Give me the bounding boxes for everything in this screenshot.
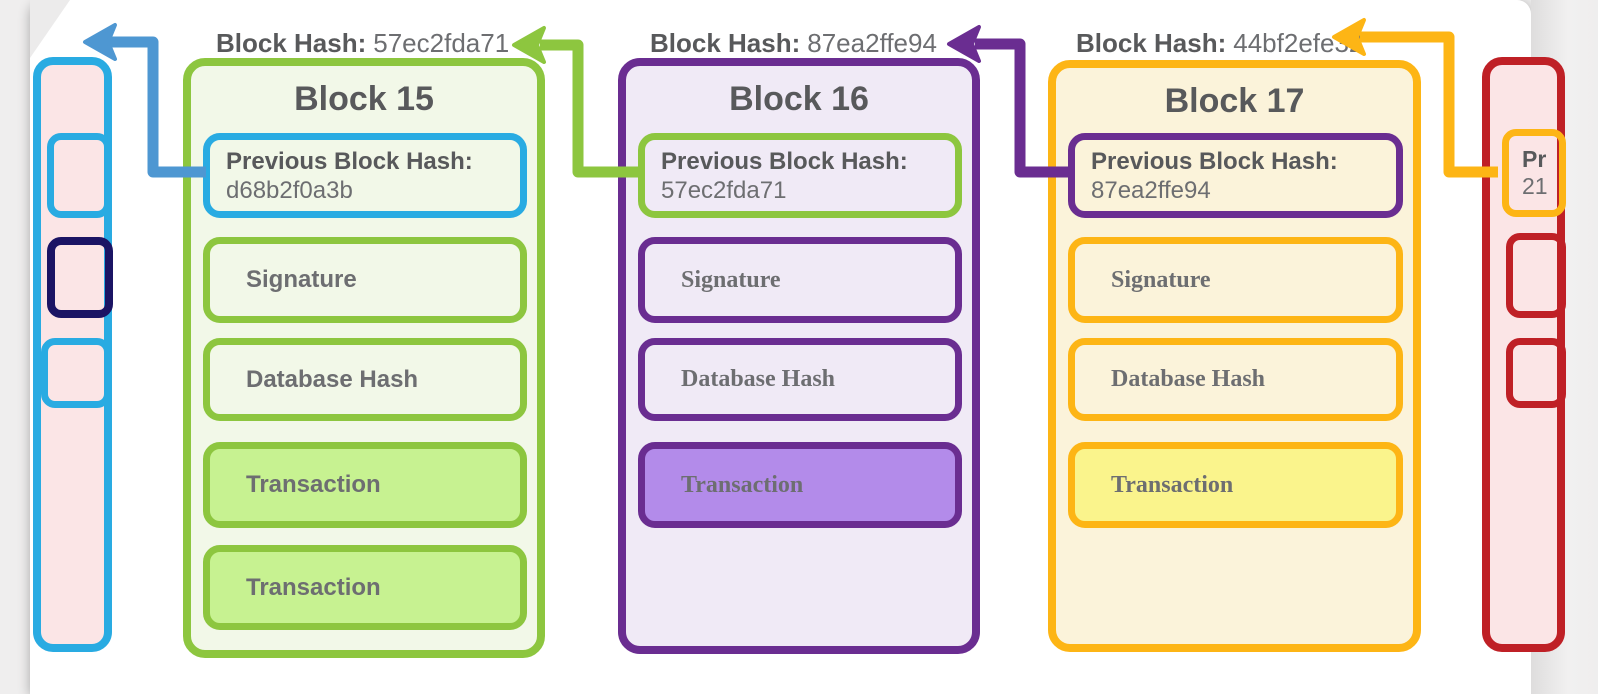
clipped-prev-label: Pr	[1522, 146, 1547, 172]
database-hash-box: Database Hash	[638, 338, 962, 421]
signature-box: Signature	[1068, 237, 1403, 323]
transaction-box: Transaction	[638, 442, 962, 528]
partial-database-hash-box	[1506, 338, 1566, 408]
block-hash-caption-value: 87ea2ffe94	[807, 28, 937, 58]
transaction-box: Transaction	[203, 442, 527, 528]
partial-block-left	[33, 57, 113, 652]
transaction-label: Transaction	[246, 573, 381, 601]
previous-block-hash-box: Previous Block Hash: d68b2f0a3b	[203, 133, 527, 218]
partial-database-hash-box	[41, 338, 111, 408]
block-hash-caption: Block Hash:44bf2efe32	[1076, 28, 1363, 58]
transaction-box: Transaction	[203, 545, 527, 630]
block-title: Block 17	[1164, 82, 1305, 120]
signature-box: Signature	[638, 237, 962, 323]
block-hash-caption-value: 44bf2efe32	[1233, 28, 1364, 58]
signature-label: Signature	[681, 266, 781, 293]
signature-label: Signature	[1111, 266, 1211, 293]
partial-prev-hash-box: Pr 21	[1502, 129, 1566, 217]
previous-block-hash-box: Previous Block Hash: 87ea2ffe94	[1068, 133, 1403, 218]
block-hash-caption: Block Hash:57ec2fda71	[216, 28, 509, 58]
previous-block-hash-value: 57ec2fda71	[661, 176, 787, 204]
block-hash-caption-label: Block Hash:	[1076, 28, 1227, 58]
transaction-box: Transaction	[1068, 442, 1403, 528]
transaction-label: Transaction	[246, 471, 381, 498]
block-hash-caption-label: Block Hash:	[216, 28, 367, 58]
previous-block-hash-label: Previous Block Hash:	[226, 147, 473, 175]
block-16: Block 16 Previous Block Hash: 57ec2fda71…	[618, 58, 980, 654]
partial-block-right: Pr 21	[1482, 57, 1566, 652]
clipped-prev-hash: 21	[1522, 173, 1548, 199]
block-title: Block 15	[294, 80, 434, 118]
block-hash-caption: Block Hash:87ea2ffe94	[650, 28, 937, 58]
previous-block-hash-value: 87ea2ffe94	[1091, 176, 1211, 204]
database-hash-box: Database Hash	[203, 338, 527, 421]
partial-signature-box	[47, 237, 113, 318]
block-hash-caption-label: Block Hash:	[650, 28, 801, 58]
database-hash-label: Database Hash	[681, 366, 836, 392]
block-title: Block 16	[729, 80, 869, 118]
partial-prev-hash-box	[47, 133, 111, 218]
block-hash-caption-value: 57ec2fda71	[373, 28, 510, 58]
signature-box: Signature	[203, 237, 527, 323]
previous-block-hash-box: Previous Block Hash: 57ec2fda71	[638, 133, 962, 218]
transaction-label: Transaction	[1111, 471, 1234, 498]
database-hash-box: Database Hash	[1068, 338, 1403, 421]
signature-label: Signature	[246, 266, 357, 293]
block-17: Block 17 Previous Block Hash: 87ea2ffe94…	[1048, 60, 1421, 652]
database-hash-label: Database Hash	[246, 365, 419, 393]
block-15: Block 15 Previous Block Hash: d68b2f0a3b…	[183, 58, 545, 658]
database-hash-label: Database Hash	[1111, 366, 1266, 392]
partial-signature-box	[1506, 233, 1566, 318]
previous-block-hash-label: Previous Block Hash:	[1091, 147, 1338, 175]
previous-block-hash-value: d68b2f0a3b	[226, 176, 353, 204]
transaction-label: Transaction	[681, 471, 804, 498]
previous-block-hash-label: Previous Block Hash:	[661, 147, 908, 175]
